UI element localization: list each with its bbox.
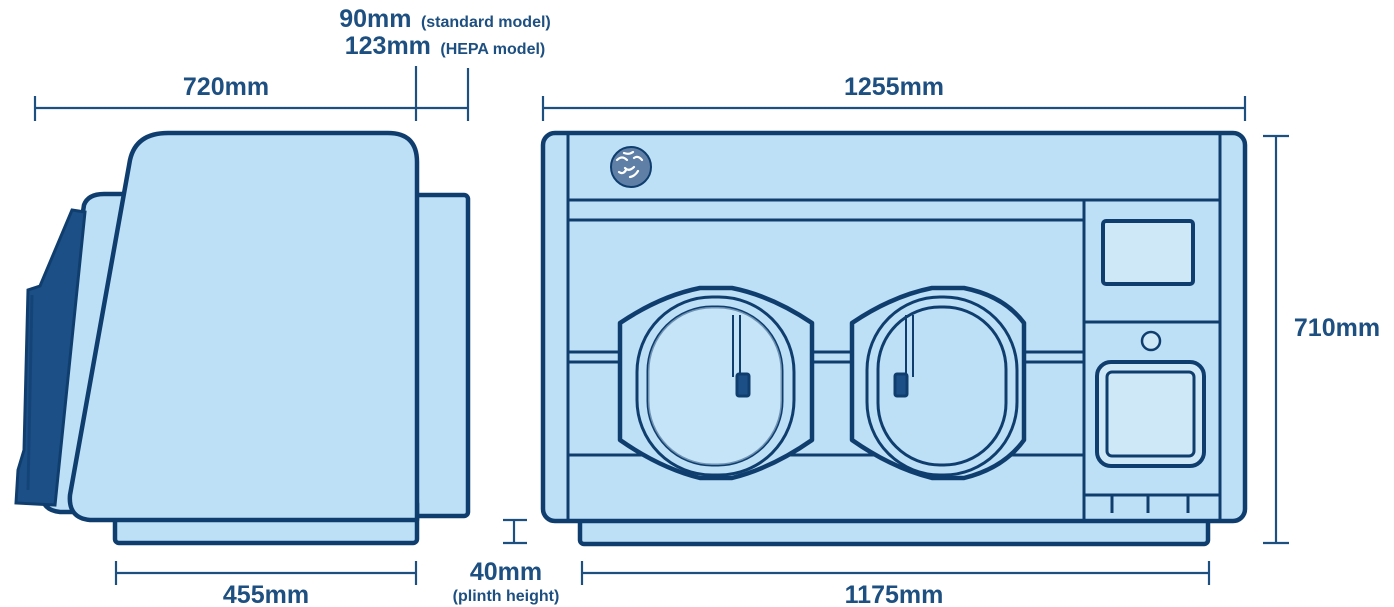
- glove-port-right: [849, 285, 1027, 481]
- dim-height: 710mm: [1294, 314, 1380, 342]
- front-dimension-lines: [541, 96, 1289, 585]
- side-view: [14, 130, 471, 546]
- side-front-gasket: [14, 208, 87, 507]
- dim-side-extension-hepa: 123mm (HEPA model): [345, 32, 546, 60]
- dim-plinth-note: (plinth height): [453, 588, 560, 605]
- brand-logo-badge: [610, 146, 652, 188]
- side-dimension-lines: [33, 66, 527, 585]
- dim-side-extension: 90mm (standard model): [339, 5, 551, 33]
- front-view: [540, 130, 1248, 547]
- airlock-door: [1095, 360, 1206, 468]
- dim-plinth: 40mm: [470, 558, 542, 586]
- dim-side-base: 455mm: [223, 581, 309, 607]
- side-main-body: [67, 130, 420, 523]
- dim-front-width: 1255mm: [844, 73, 944, 101]
- dim-side-depth: 720mm: [183, 73, 269, 101]
- control-button: [1140, 330, 1162, 352]
- dim-front-base: 1175mm: [845, 581, 944, 607]
- glove-port-left: [617, 285, 815, 481]
- control-screen: [1101, 219, 1195, 286]
